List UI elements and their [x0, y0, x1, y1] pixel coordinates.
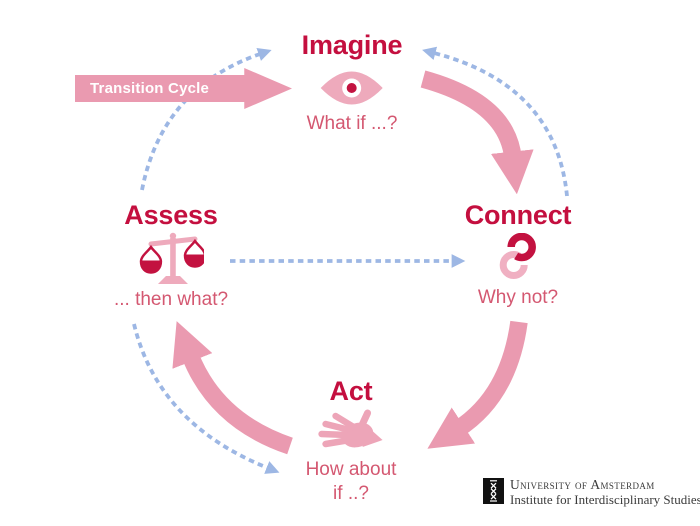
arrow-connect-to-act [427, 320, 528, 449]
dashed-arrow-assess-to-act [132, 323, 280, 474]
stage-imagine: Imagine What if ...? [302, 30, 403, 136]
footer-university-name: University of Amsterdam [510, 477, 655, 492]
dashed-arrow-assess-to-imagine [140, 47, 272, 191]
stage-connect: Connect Why not? [465, 200, 572, 310]
uva-crest-icon [483, 478, 504, 504]
stage-act-title: Act [329, 376, 373, 406]
banner-label: Transition Cycle [90, 80, 210, 97]
scales-icon [139, 232, 204, 284]
dashed-arrow-connect-to-imagine [422, 46, 569, 197]
stage-imagine-subtitle: What if ...? [306, 113, 398, 134]
uva-logo: University of Amsterdam Institute for In… [483, 478, 700, 508]
arrow-imagine-to-connect [420, 70, 534, 195]
stage-act: Act How about if ..? [306, 376, 397, 506]
stage-connect-subtitle: Why not? [477, 287, 559, 308]
stage-imagine-title: Imagine [301, 30, 403, 60]
footer-institute-name: Institute for Interdisciplinary Studies [510, 492, 700, 507]
stage-assess-subtitle: ... then what? [113, 289, 229, 310]
chain-links-icon [499, 233, 537, 279]
arrow-act-to-assess [172, 321, 293, 455]
stage-assess: Assess ... then what? [114, 200, 228, 312]
stage-act-subtitle: How about if ..? [305, 459, 397, 504]
stage-assess-title: Assess [124, 200, 218, 230]
eye-icon [320, 71, 383, 105]
hand-icon [318, 409, 383, 448]
stage-connect-title: Connect [464, 200, 572, 230]
